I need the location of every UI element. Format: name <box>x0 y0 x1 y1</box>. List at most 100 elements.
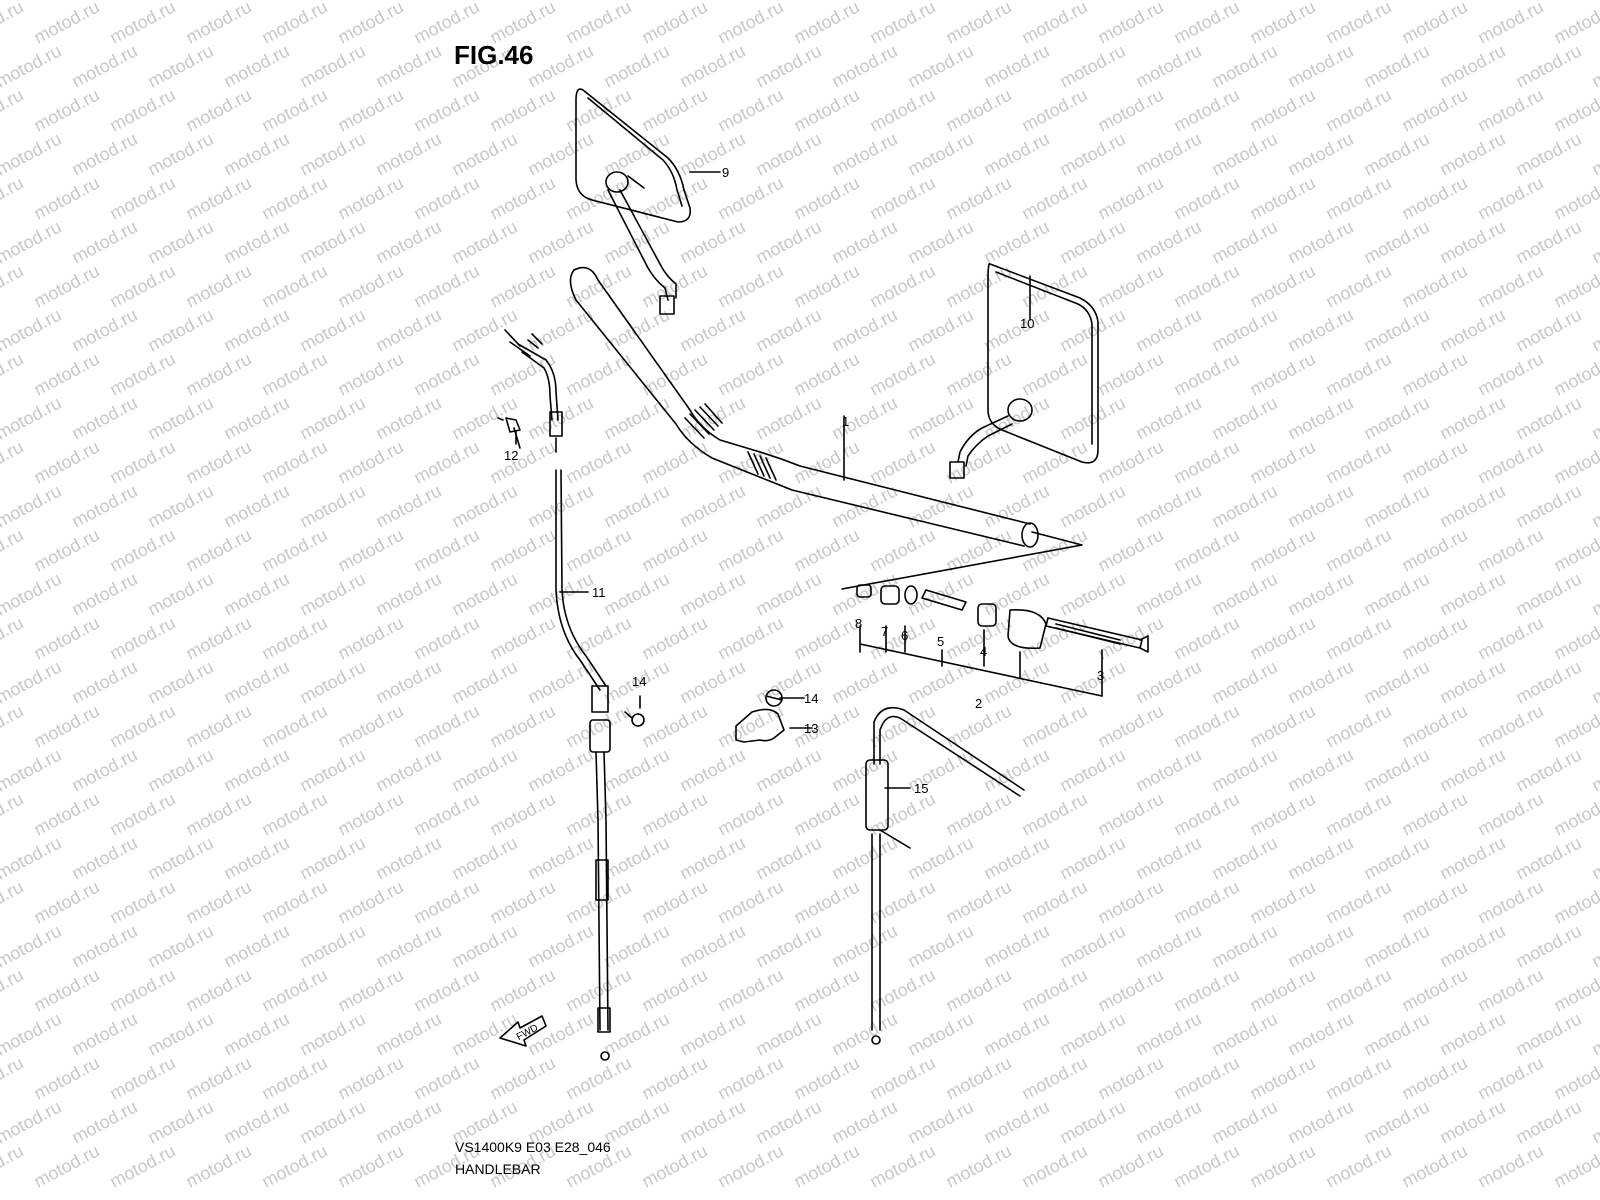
watermark-text: motod.ru <box>144 481 216 532</box>
watermark-text: motod.ru <box>828 129 900 180</box>
watermark-text: motod.ru <box>600 41 672 92</box>
watermark-text: motod.ru <box>68 481 140 532</box>
watermark-text: motod.ru <box>714 877 786 928</box>
watermark-text: motod.ru <box>1322 525 1394 576</box>
watermark-text: motod.ru <box>904 1009 976 1060</box>
watermark-text: motod.ru <box>410 613 482 664</box>
watermark-text: motod.ru <box>1246 965 1318 1016</box>
watermark-text: motod.ru <box>0 525 27 576</box>
watermark-text: motod.ru <box>220 393 292 444</box>
watermark-text: motod.ru <box>524 129 596 180</box>
watermark-text: motod.ru <box>0 173 27 224</box>
watermark-text: motod.ru <box>1094 0 1166 48</box>
watermark-text: motod.ru <box>1398 85 1470 136</box>
watermark-text: motod.ru <box>1322 789 1394 840</box>
watermark-text: motod.ru <box>1550 85 1600 136</box>
watermark-text: motod.ru <box>258 1141 330 1192</box>
watermark-text: motod.ru <box>486 261 558 312</box>
watermark-text: motod.ru <box>1208 41 1280 92</box>
watermark-text: motod.ru <box>1018 789 1090 840</box>
watermark-text: motod.ru <box>638 85 710 136</box>
watermark-text: motod.ru <box>334 701 406 752</box>
watermark-text: motod.ru <box>714 85 786 136</box>
watermark-text: motod.ru <box>1170 173 1242 224</box>
watermark-text: motod.ru <box>1588 833 1600 884</box>
watermark-text: motod.ru <box>0 481 65 532</box>
watermark-text: motod.ru <box>448 217 520 268</box>
watermark-text: motod.ru <box>220 41 292 92</box>
watermark-text: motod.ru <box>1474 173 1546 224</box>
watermark-text: motod.ru <box>1550 1053 1600 1104</box>
watermark-text: motod.ru <box>334 965 406 1016</box>
watermark-text: motod.ru <box>638 437 710 488</box>
watermark-text: motod.ru <box>258 789 330 840</box>
watermark-text: motod.ru <box>182 525 254 576</box>
watermark-text: motod.ru <box>1246 1141 1318 1192</box>
watermark-text: motod.ru <box>220 657 292 708</box>
watermark-text: motod.ru <box>1018 85 1090 136</box>
watermark-text: motod.ru <box>182 613 254 664</box>
watermark-text: motod.ru <box>1436 657 1508 708</box>
watermark-text: motod.ru <box>1550 701 1600 752</box>
watermark-text: motod.ru <box>372 1097 444 1148</box>
callout-5: 5 <box>937 634 944 649</box>
watermark-text: motod.ru <box>1056 129 1128 180</box>
watermark-text: motod.ru <box>714 525 786 576</box>
watermark-text: motod.ru <box>828 569 900 620</box>
watermark-text: motod.ru <box>752 1097 824 1148</box>
watermark-text: motod.ru <box>942 877 1014 928</box>
watermark-text: motod.ru <box>68 129 140 180</box>
watermark-text: motod.ru <box>1474 701 1546 752</box>
watermark-text: motod.ru <box>30 85 102 136</box>
watermark-text: motod.ru <box>562 1053 634 1104</box>
watermark-text: motod.ru <box>1398 877 1470 928</box>
watermark-text: motod.ru <box>106 877 178 928</box>
watermark-text: motod.ru <box>1322 0 1394 48</box>
watermark-text: motod.ru <box>1246 701 1318 752</box>
watermark-text: motod.ru <box>1018 349 1090 400</box>
watermark-text: motod.ru <box>220 833 292 884</box>
watermark-text: motod.ru <box>676 305 748 356</box>
watermark-text: motod.ru <box>1094 789 1166 840</box>
watermark-text: motod.ru <box>1360 393 1432 444</box>
watermark-text: motod.ru <box>714 965 786 1016</box>
watermark-text: motod.ru <box>714 789 786 840</box>
watermark-text: motod.ru <box>410 85 482 136</box>
watermark-text: motod.ru <box>410 965 482 1016</box>
watermark-text: motod.ru <box>1550 877 1600 928</box>
watermark-text: motod.ru <box>1512 481 1584 532</box>
watermark-text: motod.ru <box>372 1009 444 1060</box>
watermark-text: motod.ru <box>486 173 558 224</box>
watermark-text: motod.ru <box>676 657 748 708</box>
watermark-text: motod.ru <box>1246 349 1318 400</box>
watermark-text: motod.ru <box>904 657 976 708</box>
watermark-text: motod.ru <box>372 921 444 972</box>
watermark-text: motod.ru <box>866 1053 938 1104</box>
watermark-text: motod.ru <box>1588 129 1600 180</box>
watermark-text: motod.ru <box>1208 833 1280 884</box>
watermark-text: motod.ru <box>1018 701 1090 752</box>
watermark-text: motod.ru <box>372 217 444 268</box>
watermark-text: motod.ru <box>220 217 292 268</box>
watermark-text: motod.ru <box>296 569 368 620</box>
watermark-text: motod.ru <box>1246 613 1318 664</box>
watermark-text: motod.ru <box>30 437 102 488</box>
watermark-text: motod.ru <box>1550 965 1600 1016</box>
watermark-text: motod.ru <box>828 217 900 268</box>
watermark-text: motod.ru <box>638 0 710 48</box>
watermark-text: motod.ru <box>1094 877 1166 928</box>
watermark-text: motod.ru <box>334 789 406 840</box>
watermark-text: motod.ru <box>676 745 748 796</box>
watermark-text: motod.ru <box>296 41 368 92</box>
watermark-text: motod.ru <box>904 1097 976 1148</box>
watermark-text: motod.ru <box>258 173 330 224</box>
watermark-text: motod.ru <box>182 261 254 312</box>
watermark-text: motod.ru <box>1208 921 1280 972</box>
watermark-text: motod.ru <box>30 701 102 752</box>
watermark-text: motod.ru <box>1322 437 1394 488</box>
watermark-text: motod.ru <box>486 965 558 1016</box>
callout-9: 9 <box>722 165 729 180</box>
watermark-text: motod.ru <box>486 525 558 576</box>
watermark-text: motod.ru <box>1208 1009 1280 1060</box>
watermark-text: motod.ru <box>1322 701 1394 752</box>
